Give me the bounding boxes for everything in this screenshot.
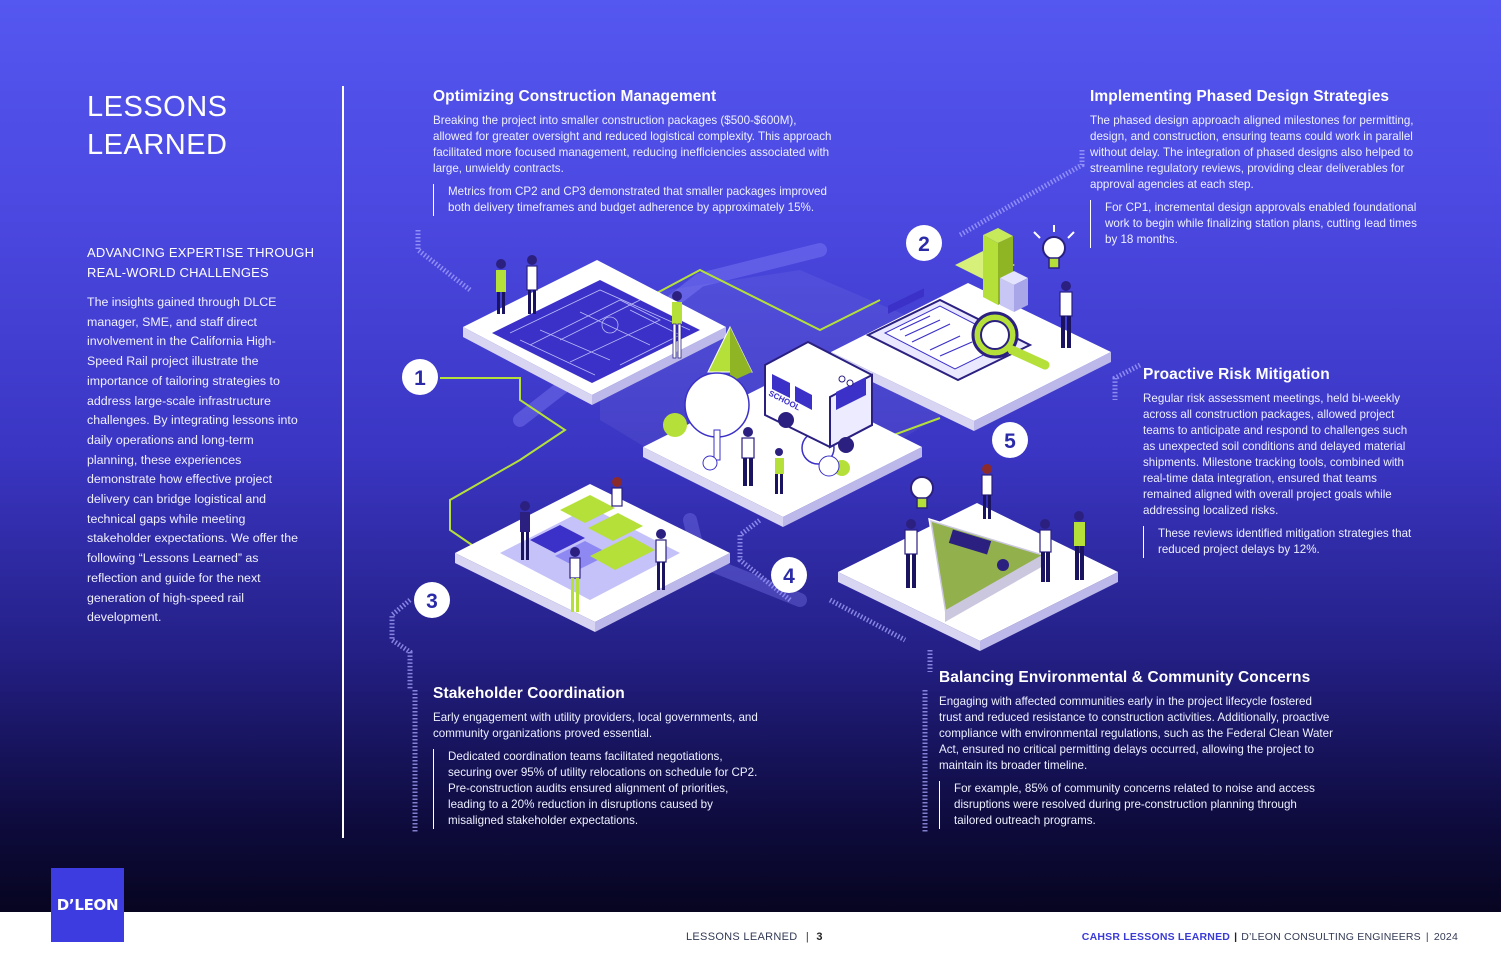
column-divider [342,86,344,838]
section-environmental-community: Balancing Environmental & Community Conc… [939,669,1334,829]
page-number: 3 [816,931,823,943]
platform-2 [831,225,1111,431]
footer-document-info: CAHSR LESSONS LEARNED|D’LEON CONSULTING … [1082,931,1458,943]
section-title: Optimizing Construction Management [433,88,717,105]
connector-paths [389,150,1142,832]
section-phased-design: Implementing Phased Design Strategies Th… [1090,88,1420,248]
section-body: Regular risk assessment meetings, held b… [1143,392,1408,517]
badge-2-number: 2 [918,233,930,256]
platform-3 [455,477,730,632]
section-quote: Metrics from CP2 and CP3 demonstrated th… [433,184,833,216]
section-title: Proactive Risk Mitigation [1143,366,1330,383]
platform-1 [463,255,726,405]
platform-5 [838,464,1118,651]
section-title: Stakeholder Coordination [433,685,625,702]
badge-3: 3 [414,582,450,618]
section-body: Breaking the project into smaller constr… [433,114,832,175]
page-subtitle: ADVANCING EXPERTISE THROUGH REAL-WORLD C… [87,245,315,280]
badge-1-number: 1 [414,367,426,390]
section-quote: These reviews identified mitigation stra… [1143,526,1418,558]
footer-separator: | [1234,931,1238,943]
footer-page-label: LESSONS LEARNED | 3 [686,931,823,943]
badge-4: 4 [771,557,807,593]
section-body: Engaging with affected communities early… [939,695,1333,772]
footer-year: 2024 [1433,931,1458,943]
footer-doc-title: CAHSR LESSONS LEARNED [1081,931,1231,943]
badge-5: 5 [992,422,1028,458]
badge-2: 2 [906,225,942,261]
section-quote: Dedicated coordination teams facilitated… [433,749,763,829]
page-title-line-2: LEARNED [87,129,228,161]
section-body: Early engagement with utility providers,… [433,711,758,740]
section-quote: For example, 85% of community concerns r… [939,781,1334,829]
page-title-line-1: LESSONS [87,91,228,123]
page-title: LESSONS LEARNED [87,88,307,164]
footer-separator-2: | [1425,931,1429,943]
platform-center: SCHOOL [643,325,922,527]
footer-section-name: LESSONS LEARNED [686,931,798,943]
section-construction-management: Optimizing Construction Management Break… [433,88,833,216]
section-title: Implementing Phased Design Strategies [1090,88,1390,105]
isometric-illustration: SCHOOL [389,150,1142,832]
section-body: The phased design approach aligned miles… [1090,114,1414,191]
section-title: Balancing Environmental & Community Conc… [939,669,1311,686]
badge-1: 1 [402,359,438,395]
page-background: SCHOOL [0,0,1501,912]
footer-page-separator: | [805,931,810,943]
intro-paragraph: The insights gained through DLCE manager… [87,295,298,625]
section-stakeholder-coordination: Stakeholder Coordination Early engagemen… [433,685,763,829]
footer-company: D’LEON CONSULTING ENGINEERS [1241,931,1421,943]
footer [0,912,1501,969]
badge-5-number: 5 [1004,430,1016,453]
badge-3-number: 3 [426,590,438,613]
badge-4-number: 4 [783,565,795,588]
section-quote: For CP1, incremental design approvals en… [1090,200,1420,248]
section-risk-mitigation: Proactive Risk Mitigation Regular risk a… [1143,366,1418,558]
dleon-logo: D’LEON [51,868,124,942]
